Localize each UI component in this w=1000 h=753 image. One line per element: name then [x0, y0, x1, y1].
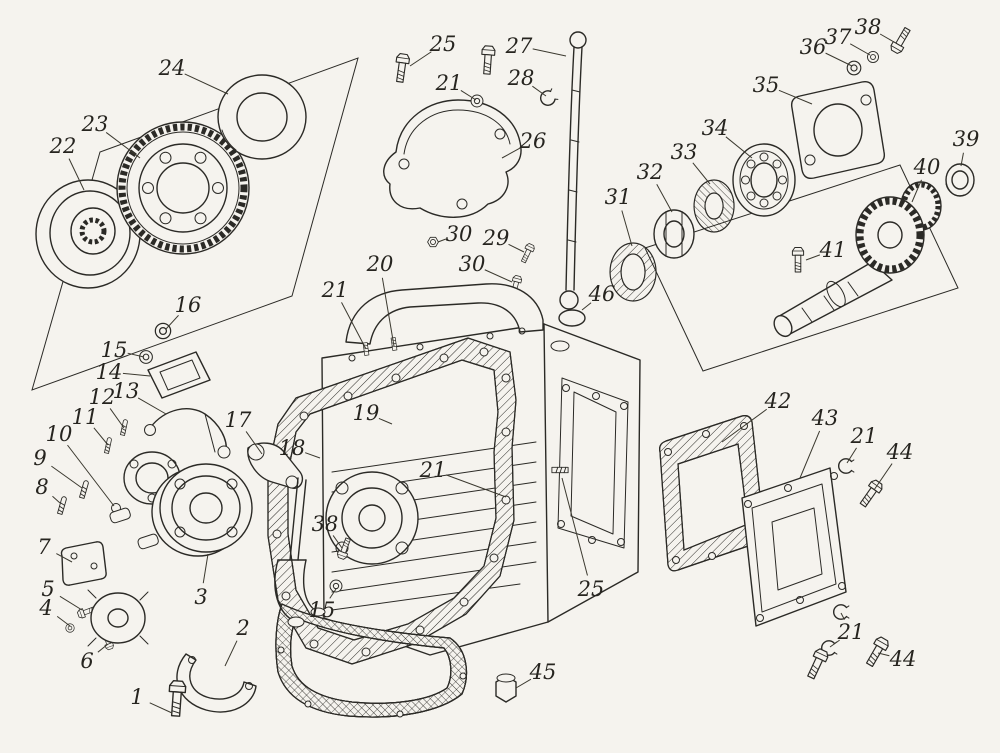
- stud-25-housing-icon: [551, 466, 569, 474]
- washer-15a-icon: [139, 350, 153, 364]
- lever-socket-46: [558, 309, 586, 327]
- part-45-plug: [495, 673, 517, 703]
- part-32-nut: [653, 209, 695, 259]
- part-24-ring: [217, 74, 307, 160]
- pad-b: [137, 533, 159, 550]
- washer-4-icon: [65, 623, 75, 633]
- nut-30a-icon: [427, 236, 439, 248]
- bolt-29-icon: [518, 242, 536, 265]
- part-7-plate: [60, 541, 107, 586]
- shift-fork: [274, 477, 326, 628]
- housing-front-hub: [325, 471, 419, 565]
- part-3-coupling: [151, 463, 253, 557]
- stud-flange-6: [87, 589, 149, 647]
- bolt-44a-icon: [857, 477, 885, 510]
- clip-21d-icon: [832, 604, 850, 620]
- part-43-cover: [741, 467, 847, 627]
- pad-a: [109, 507, 131, 524]
- bolt-41-icon: [791, 247, 805, 273]
- pin-8-icon: [57, 495, 68, 515]
- bottom-gasket: [275, 603, 468, 718]
- part-13-rocker: [144, 408, 231, 459]
- frame-right: [644, 164, 959, 372]
- washer-37-icon: [867, 51, 879, 63]
- clip-21c-icon: [837, 458, 855, 474]
- part-14-bracket: [147, 351, 211, 399]
- part-33-washer: [693, 179, 735, 233]
- bolt-25b-icon: [479, 45, 496, 75]
- bolt-1-icon: [166, 679, 187, 718]
- washer-21-top-icon: [470, 94, 484, 108]
- housing-body: [321, 283, 641, 656]
- clip-28-icon: [537, 87, 560, 109]
- part-26-cover: [383, 99, 522, 218]
- part-35-bearing-plate: [790, 80, 886, 180]
- part-31-seal-ring: [609, 242, 657, 302]
- part-39-bushing: [945, 163, 975, 197]
- part-34-ball-bearing: [732, 143, 796, 217]
- part-40-gear-shaft: [773, 181, 942, 338]
- part-27-lever: [559, 31, 587, 310]
- washer-15b-icon: [329, 579, 343, 593]
- washer-16-icon: [154, 322, 172, 340]
- bolt-44b-icon: [863, 634, 891, 669]
- part-2-clamp: [176, 653, 257, 713]
- pin-12-icon: [120, 418, 129, 436]
- part-17-rocker-fork: [247, 442, 304, 489]
- washer-36-icon: [846, 60, 862, 76]
- bolt-44c-icon: [804, 646, 831, 681]
- pin-9-icon: [79, 479, 90, 499]
- bolt-25a-icon: [392, 52, 411, 84]
- bolt-38-icon: [888, 25, 914, 56]
- part-23-gear: [116, 121, 250, 255]
- part-22-coupling: [35, 179, 141, 289]
- pin-11-icon: [104, 436, 113, 454]
